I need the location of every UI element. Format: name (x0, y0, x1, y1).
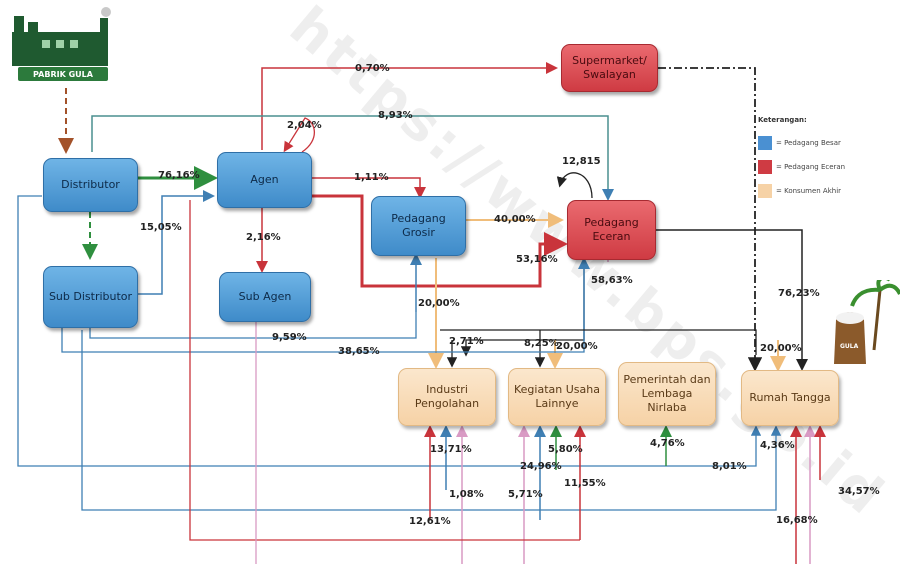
pct-label: 15,05% (140, 222, 182, 233)
factory-icon (12, 7, 111, 66)
pct-label: 8,25% (524, 338, 559, 349)
pct-label: 76,16% (158, 170, 200, 181)
pct-label: 13,71% (430, 444, 472, 455)
sugar-sack-icon (834, 280, 900, 364)
legend-swatch-beige (758, 184, 772, 198)
pct-label: 9,59% (272, 332, 307, 343)
node-supermarket[interactable]: Supermarket/ Swalayan (561, 44, 658, 92)
legend-label: = Pedagang Eceran (776, 163, 846, 171)
pct-label: 1,11% (354, 172, 389, 183)
node-pemerintah[interactable]: Pemerintah dan Lembaga Nirlaba (618, 362, 716, 426)
node-agen[interactable]: Agen (217, 152, 312, 208)
legend-label: = Konsumen Akhir (776, 187, 842, 195)
legend-swatch-red (758, 160, 772, 174)
pct-label: 53,16% (516, 254, 558, 265)
pct-label: 8,01% (712, 461, 747, 472)
node-pedagang-eceran[interactable]: Pedagang Eceran (567, 200, 656, 260)
factory-label: PABRIK GULA (18, 67, 108, 81)
pct-label: 20,00% (418, 298, 460, 309)
legend-title: Keterangan: (758, 116, 807, 124)
pct-label: 4,36% (760, 440, 795, 451)
pct-label: 24,96% (520, 461, 562, 472)
node-industri-pengolahan[interactable]: Industri Pengolahan (398, 368, 496, 426)
pct-label: 4,76% (650, 438, 685, 449)
pct-label: 11,55% (564, 478, 606, 489)
pct-label: 34,57% (838, 486, 880, 497)
pct-label: 5,80% (548, 444, 583, 455)
node-pedagang-grosir[interactable]: Pedagang Grosir (371, 196, 466, 256)
pct-label: 2,16% (246, 232, 281, 243)
legend-swatch-blue (758, 136, 772, 150)
legend-item-konsumen-akhir: = Konsumen Akhir (758, 184, 841, 198)
pct-label: 12,815 (562, 156, 601, 167)
sugar-label: GULA (840, 343, 859, 350)
pct-label: 8,93% (378, 110, 413, 121)
legend-item-pedagang-eceran: = Pedagang Eceran (758, 160, 845, 174)
pct-label: 38,65% (338, 346, 380, 357)
pct-label: 5,71% (508, 489, 543, 500)
pct-label: 76,23% (778, 288, 820, 299)
pct-label: 0,70% (355, 63, 390, 74)
pct-label: 12,61% (409, 516, 451, 527)
legend-label: = Pedagang Besar (776, 139, 841, 147)
node-sub-distributor[interactable]: Sub Distributor (43, 266, 138, 328)
pct-label: 20,00% (760, 343, 802, 354)
legend-item-pedagang-besar: = Pedagang Besar (758, 136, 841, 150)
pct-label: 1,08% (449, 489, 484, 500)
node-distributor[interactable]: Distributor (43, 158, 138, 212)
pct-label: 2,71% (449, 336, 484, 347)
node-kegiatan-usaha[interactable]: Kegiatan Usaha Lainnye (508, 368, 606, 426)
node-sub-agen[interactable]: Sub Agen (219, 272, 311, 322)
pct-label: 20,00% (556, 341, 598, 352)
node-rumah-tangga[interactable]: Rumah Tangga (741, 370, 839, 426)
pct-label: 40,00% (494, 214, 536, 225)
pct-label: 16,68% (776, 515, 818, 526)
pct-label: 2,04% (287, 120, 322, 131)
pct-label: 58,63% (591, 275, 633, 286)
